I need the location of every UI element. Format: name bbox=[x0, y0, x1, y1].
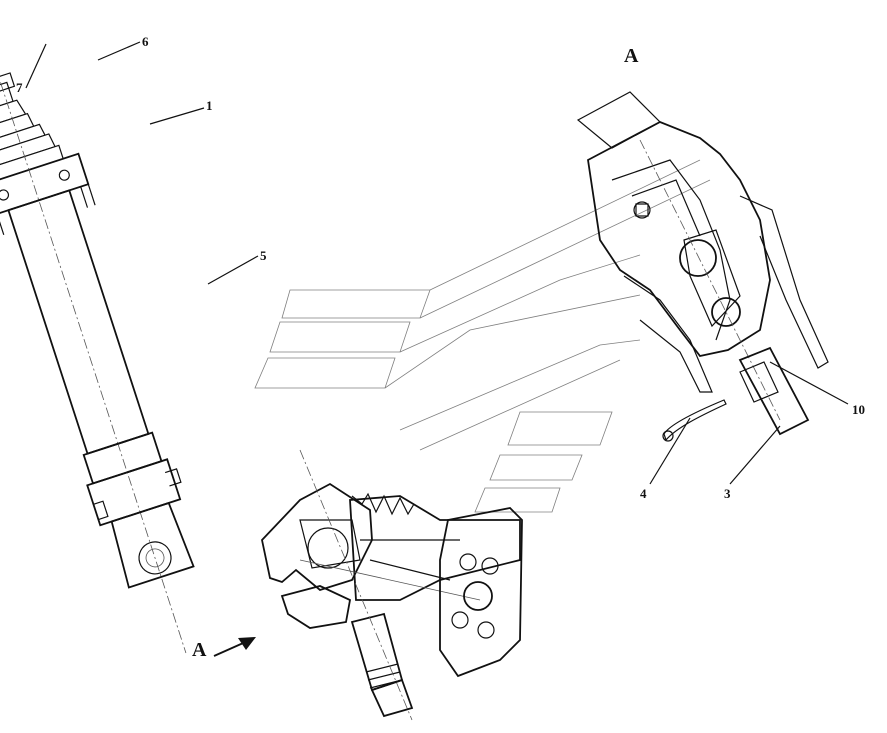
callout-4: 4 bbox=[640, 486, 647, 501]
mounting-plate bbox=[439, 507, 523, 678]
pin-part-3 bbox=[738, 346, 810, 436]
callout-3: 3 bbox=[724, 486, 731, 501]
leader-lines bbox=[25, 41, 849, 485]
spring bbox=[351, 492, 415, 516]
cap-part-7 bbox=[0, 72, 16, 96]
callout-10: 10 bbox=[852, 402, 865, 417]
callout-7: 7 bbox=[16, 80, 23, 95]
callout-1: 1 bbox=[206, 98, 213, 113]
clevis bbox=[110, 501, 195, 589]
cotter-pin-part-4 bbox=[663, 399, 727, 442]
cylinder-assembly bbox=[0, 72, 195, 654]
detail-body bbox=[587, 121, 771, 357]
callout-6: 6 bbox=[142, 34, 149, 49]
view-marker: A bbox=[624, 45, 639, 67]
view-arrow-label: A bbox=[192, 639, 207, 661]
detail-view-a: A bbox=[576, 45, 829, 442]
callout-5: 5 bbox=[260, 248, 267, 263]
watermark bbox=[254, 159, 711, 513]
view-arrow: A bbox=[192, 637, 256, 661]
callout-labels: 7 6 1 5 10 4 3 bbox=[16, 34, 865, 501]
latch-mechanism bbox=[261, 449, 523, 721]
